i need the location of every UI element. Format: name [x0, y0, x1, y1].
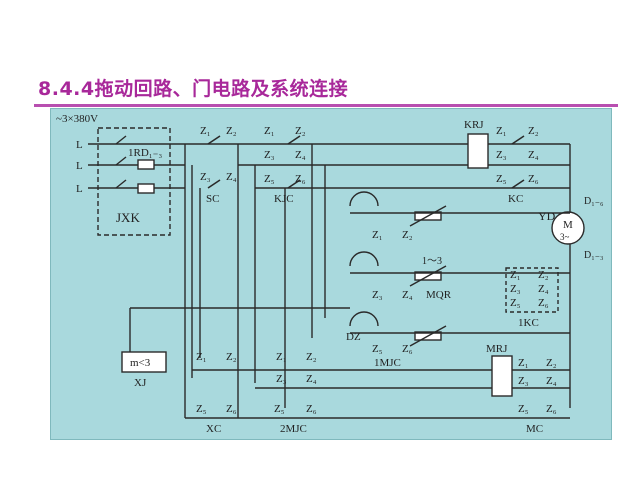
terminal-z1-a: Z₁ — [200, 125, 211, 137]
fuse-1 — [137, 159, 155, 170]
mqr-resistor-label: 1～3 — [422, 256, 442, 267]
terminal-z2-f: Z₂ — [538, 269, 549, 281]
dz-label: DZ — [346, 331, 361, 343]
xj-box — [121, 351, 167, 373]
jxk-blade-2 — [115, 156, 127, 166]
terminal-z1-i: Z₁ — [276, 351, 287, 363]
xc-label: XC — [206, 423, 221, 435]
terminal-z1-d: Z₁ — [372, 229, 383, 241]
krj-relay — [467, 133, 489, 169]
terminal-z1-g: Z₁ — [518, 357, 529, 369]
terminal-z6-k: Z₆ — [306, 403, 317, 415]
motor-symbol: M — [563, 219, 573, 231]
mc-label: MC — [526, 423, 543, 435]
terminal-z1-c: Z₁ — [496, 125, 507, 137]
terminal-z5-l: Z₅ — [518, 403, 529, 415]
twomjc-label: 2MJC — [280, 423, 307, 435]
terminal-z3-c: Z₃ — [496, 149, 507, 161]
terminal-z3-a: Z₃ — [200, 171, 211, 183]
terminal-z3-i: Z₃ — [276, 373, 287, 385]
terminal-z5-c: Z₅ — [496, 173, 507, 185]
terminal-z4-c: Z₄ — [528, 149, 539, 161]
contact-sc-1 — [207, 135, 221, 145]
mrj-relay — [491, 355, 513, 397]
terminal-z3-b: Z₃ — [264, 149, 275, 161]
terminal-z2-g: Z₂ — [546, 357, 557, 369]
terminal-z1-h: Z₁ — [196, 351, 207, 363]
supply-label: ~3×380V — [56, 113, 98, 125]
terminal-z2-a: Z₂ — [226, 125, 237, 137]
elevator-drive-schematic: ~3×380V L L L 1RD₁₋₃ JXK Z₁ Z₂ Z₃ Z₄ SC … — [56, 113, 604, 435]
motor-yd-label: YD — [538, 209, 556, 223]
terminal-z2-h: Z₂ — [226, 351, 237, 363]
xj-box-label: m<3 — [130, 357, 151, 369]
onekc-label: 1KC — [518, 317, 539, 329]
krj-label: KRJ — [464, 119, 484, 131]
terminal-z2-d: Z₂ — [402, 229, 413, 241]
motor-d-bot: D₁₋₃ — [584, 250, 603, 261]
terminal-z6-c: Z₆ — [528, 173, 539, 185]
terminal-z4-a: Z₄ — [226, 171, 237, 183]
fuse-2 — [137, 183, 155, 194]
terminal-z4-f: Z₄ — [538, 283, 549, 295]
sc-label: SC — [206, 193, 219, 205]
kjc-label: KJC — [274, 193, 294, 205]
terminal-z5-k: Z₅ — [274, 403, 285, 415]
resistor-arrow-3 — [409, 325, 447, 347]
terminal-z5-e: Z₅ — [372, 343, 383, 355]
terminal-z2-i: Z₂ — [306, 351, 317, 363]
terminal-z6-j: Z₆ — [226, 403, 237, 415]
jxk-label: JXK — [116, 210, 140, 225]
terminal-z6-f: Z₆ — [538, 297, 549, 309]
line-mark-3: L — [76, 183, 83, 195]
terminal-z5-f: Z₅ — [510, 297, 521, 309]
motor-phase: 3~ — [560, 232, 570, 242]
jxk-blade-1 — [115, 135, 127, 145]
terminal-z3-f: Z₃ — [510, 283, 521, 295]
mqr-arc-1 — [349, 191, 379, 207]
resistor-arrow-2 — [409, 265, 447, 287]
contact-sc-3 — [207, 179, 221, 189]
mqr-arc-2 — [349, 251, 379, 267]
line-mark-2: L — [76, 160, 83, 172]
kc-label: KC — [508, 193, 523, 205]
contact-kc-1 — [511, 135, 525, 145]
motor-d-top: D₁₋₆ — [584, 196, 604, 207]
contact-kjc-1 — [287, 135, 301, 145]
terminal-z6-l: Z₆ — [546, 403, 557, 415]
contact-kjc-3 — [287, 179, 301, 189]
terminal-z1-b: Z₁ — [264, 125, 275, 137]
line-mark-1: L — [76, 139, 83, 151]
title-underline — [34, 104, 618, 107]
jxk-blade-3 — [115, 179, 127, 189]
terminal-z1-f: Z₁ — [510, 269, 521, 281]
terminal-z4-b: Z₄ — [295, 149, 306, 161]
resistor-arrow-1 — [409, 205, 447, 227]
xj-label: XJ — [134, 377, 147, 389]
terminal-z4-d: Z₄ — [402, 289, 413, 301]
onemjc-label: 1MJC — [374, 357, 401, 369]
terminal-z5-b: Z₅ — [264, 173, 275, 185]
dz-arc — [349, 311, 379, 327]
contact-kc-3 — [511, 179, 525, 189]
page-title: 8.4.4拖动回路、门电路及系统连接 — [38, 78, 349, 100]
terminal-z6-b: Z₆ — [295, 173, 306, 185]
terminal-z5-j: Z₅ — [196, 403, 207, 415]
terminal-z2-c: Z₂ — [528, 125, 539, 137]
terminal-z6-e: Z₆ — [402, 343, 413, 355]
terminal-z4-g: Z₄ — [546, 375, 557, 387]
onekc-dashed-box — [505, 267, 559, 313]
terminal-z4-i: Z₄ — [306, 373, 317, 385]
terminal-z3-g: Z₃ — [518, 375, 529, 387]
fuse-label: 1RD₁₋₃ — [128, 147, 162, 159]
jxk-box — [97, 127, 171, 236]
terminal-z2-b: Z₂ — [295, 125, 306, 137]
mrj-label: MRJ — [486, 343, 508, 355]
motor-yd — [551, 211, 585, 245]
terminal-z3-d: Z₃ — [372, 289, 383, 301]
mqr-label: MQR — [426, 289, 452, 301]
